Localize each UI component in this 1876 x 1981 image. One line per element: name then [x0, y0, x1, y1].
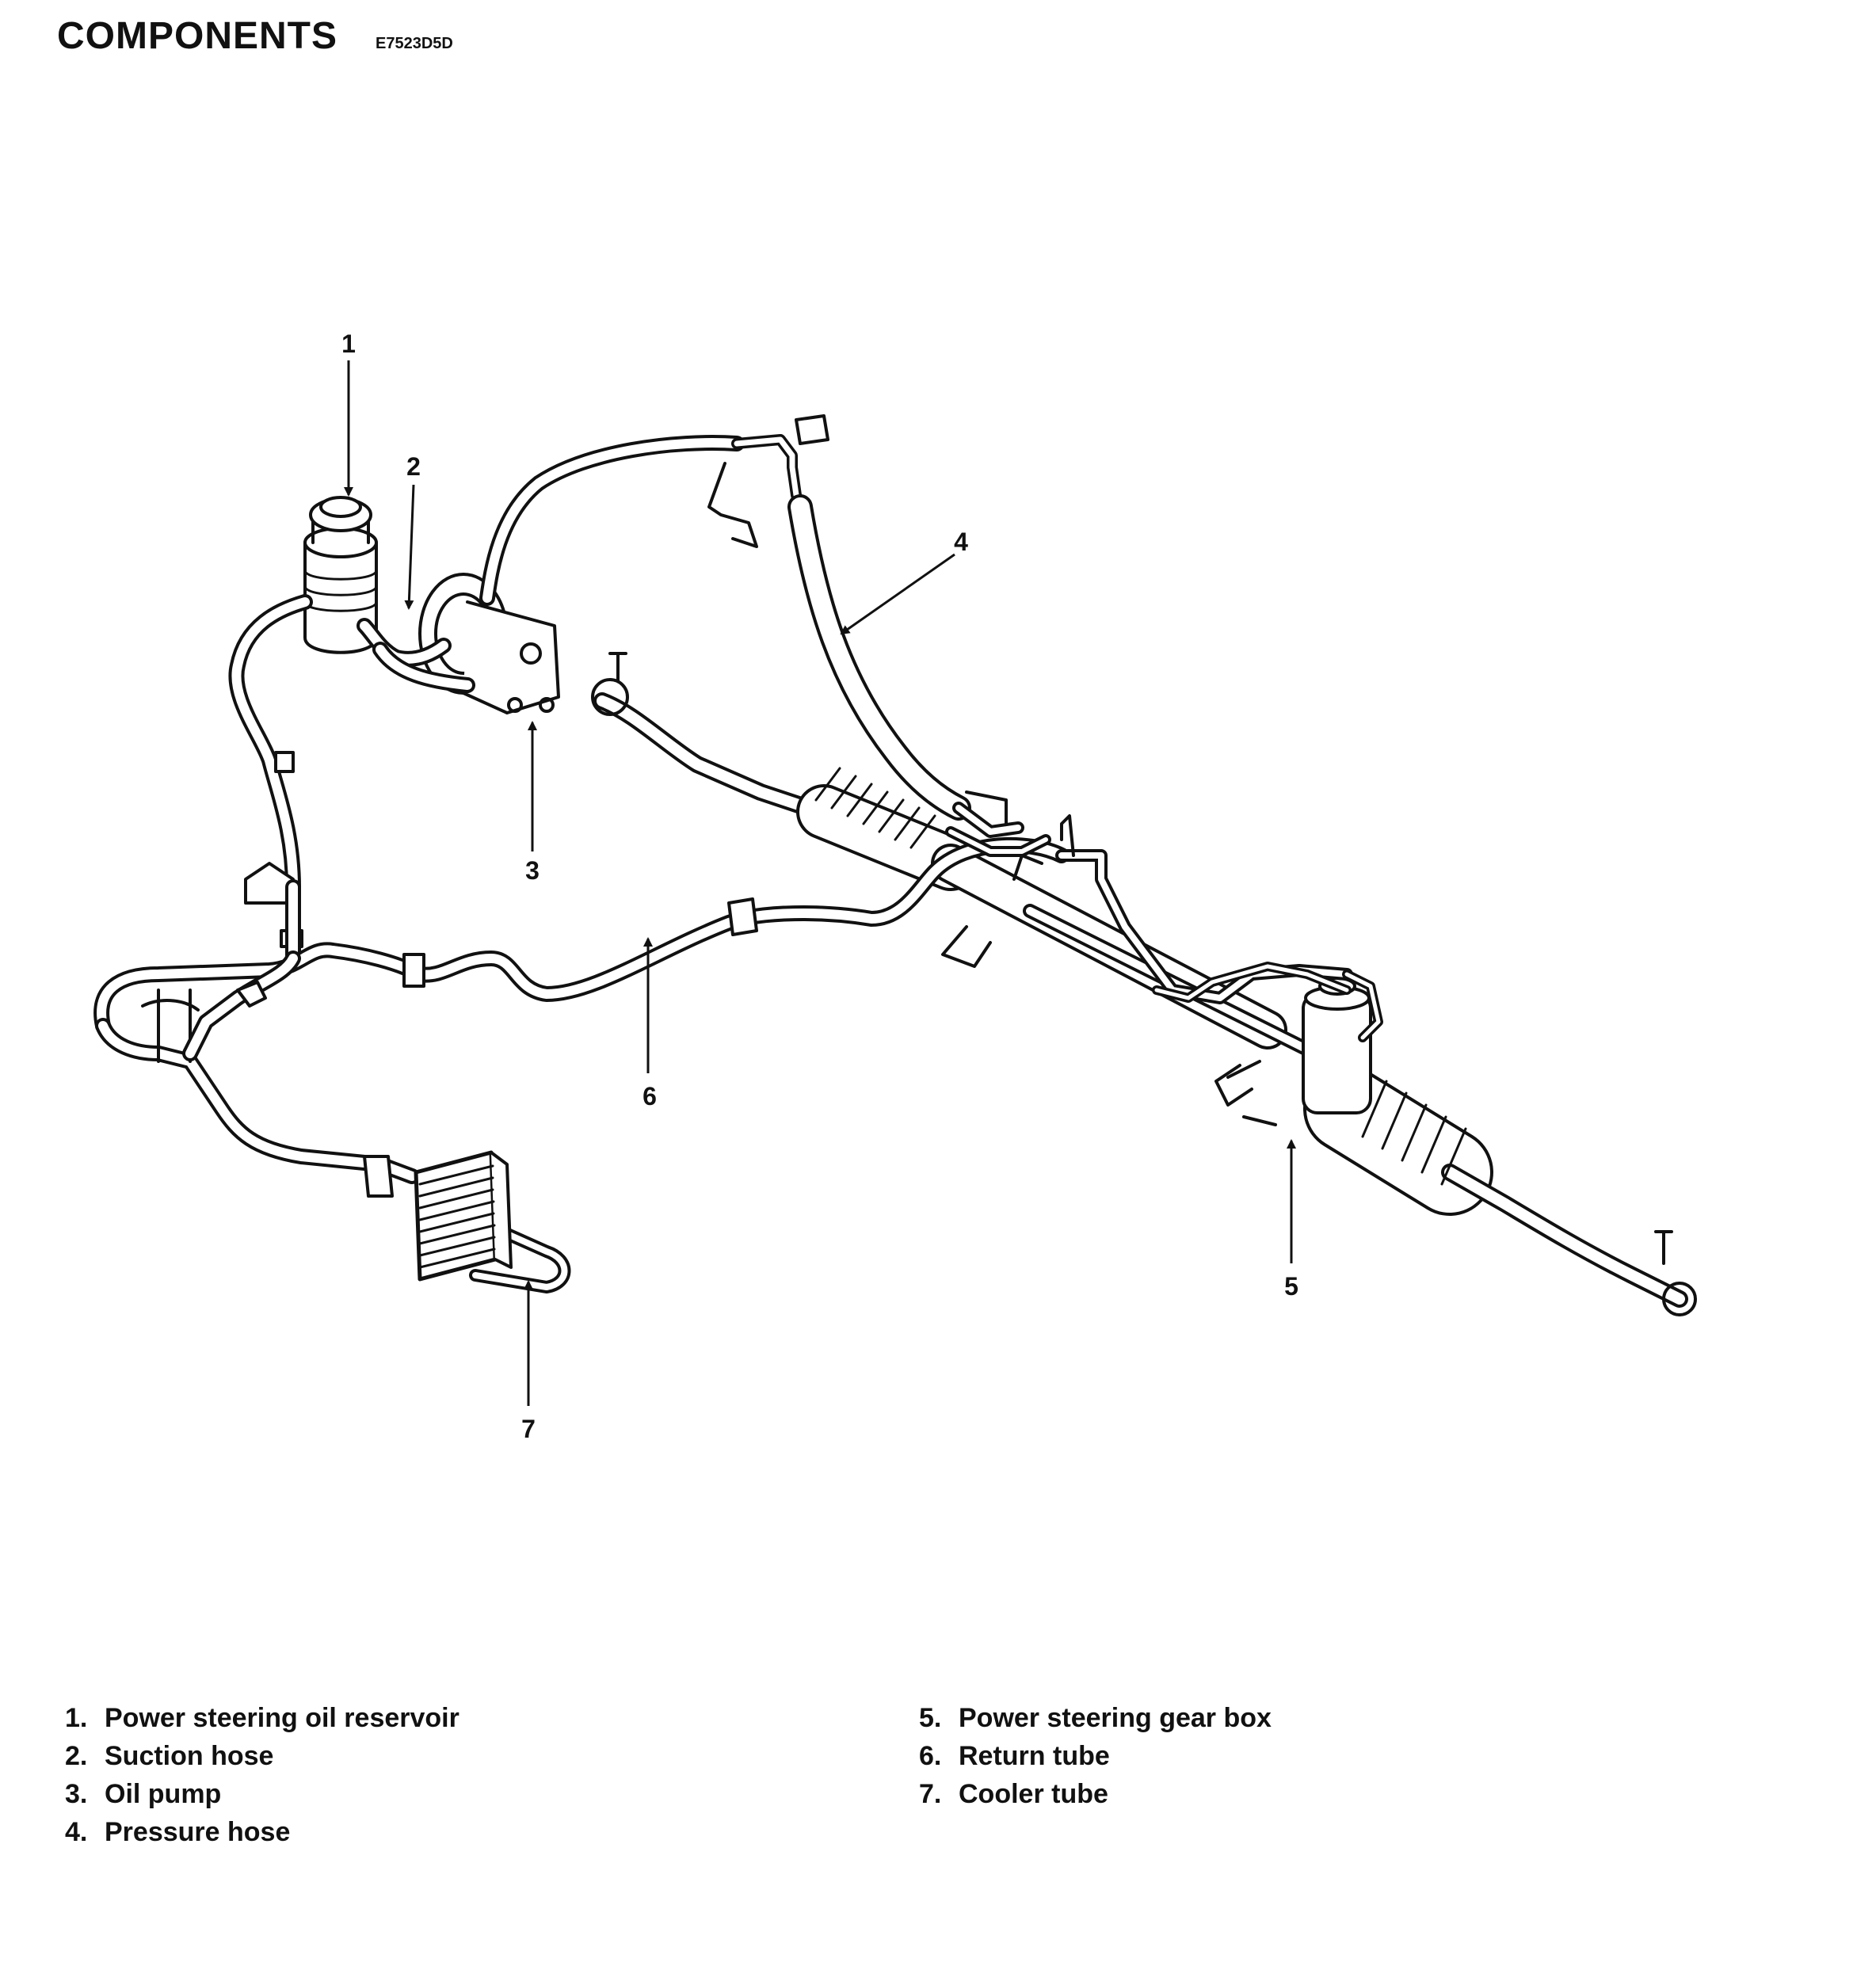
legend-label: Return tube: [959, 1741, 1110, 1771]
legend-number: 5.: [919, 1703, 942, 1733]
legend-number: 3.: [65, 1779, 88, 1809]
reservoir-return-hose: [228, 594, 313, 966]
legend-right: 5. Power steering gear box 6. Return tub…: [919, 1699, 1272, 1813]
legend-number: 1.: [65, 1703, 88, 1733]
cooler-tube: [95, 950, 571, 1293]
legend-number: 2.: [65, 1741, 88, 1771]
callout-7: 7: [521, 1415, 536, 1443]
legend-item: 1. Power steering oil reservoir: [65, 1699, 459, 1737]
callout-3: 3: [525, 856, 540, 885]
callout-6: 6: [642, 1082, 657, 1111]
gearbox-feed-lines: [945, 826, 1352, 1003]
legend-item: 2. Suction hose: [65, 1737, 459, 1775]
legend-label: Power steering gear box: [959, 1703, 1272, 1733]
page-header: COMPONENTS E7523D5D: [57, 14, 453, 58]
document-code: E7523D5D: [376, 35, 453, 52]
page-title: COMPONENTS: [57, 15, 338, 57]
legend-label: Suction hose: [105, 1741, 274, 1771]
callout-4: 4: [954, 528, 968, 556]
pressure-hose: [479, 414, 1024, 838]
gear-box-assembly: [591, 652, 1697, 1316]
legend-label: Oil pump: [105, 1779, 222, 1809]
legend-item: 6. Return tube: [919, 1737, 1272, 1775]
legend-left: 1. Power steering oil reservoir 2. Sucti…: [65, 1699, 459, 1851]
legend-number: 4.: [65, 1817, 88, 1847]
legend-item: 3. Oil pump: [65, 1775, 459, 1813]
legend-number: 7.: [919, 1779, 942, 1809]
leader-4: [840, 553, 955, 635]
suction-hose: [357, 618, 475, 693]
leader-lines: [344, 360, 1296, 1406]
callout-1: 1: [341, 330, 356, 358]
leader-2: [404, 484, 415, 610]
callout-2: 2: [406, 452, 421, 481]
legend-label: Cooler tube: [959, 1779, 1108, 1809]
legend-label: Power steering oil reservoir: [105, 1703, 459, 1733]
right-boot: [1361, 1080, 1467, 1186]
legend-item: 4. Pressure hose: [65, 1813, 459, 1851]
oil-cooler: [414, 1150, 513, 1282]
legend-number: 6.: [919, 1741, 942, 1771]
left-boot: [814, 767, 936, 849]
callout-labels: 1 2 3 4 5 6 7: [341, 330, 1298, 1443]
legend-label: Pressure hose: [105, 1817, 291, 1847]
legend-item: 7. Cooler tube: [919, 1775, 1272, 1813]
callout-5: 5: [1284, 1272, 1298, 1301]
legend-item: 5. Power steering gear box: [919, 1699, 1272, 1737]
